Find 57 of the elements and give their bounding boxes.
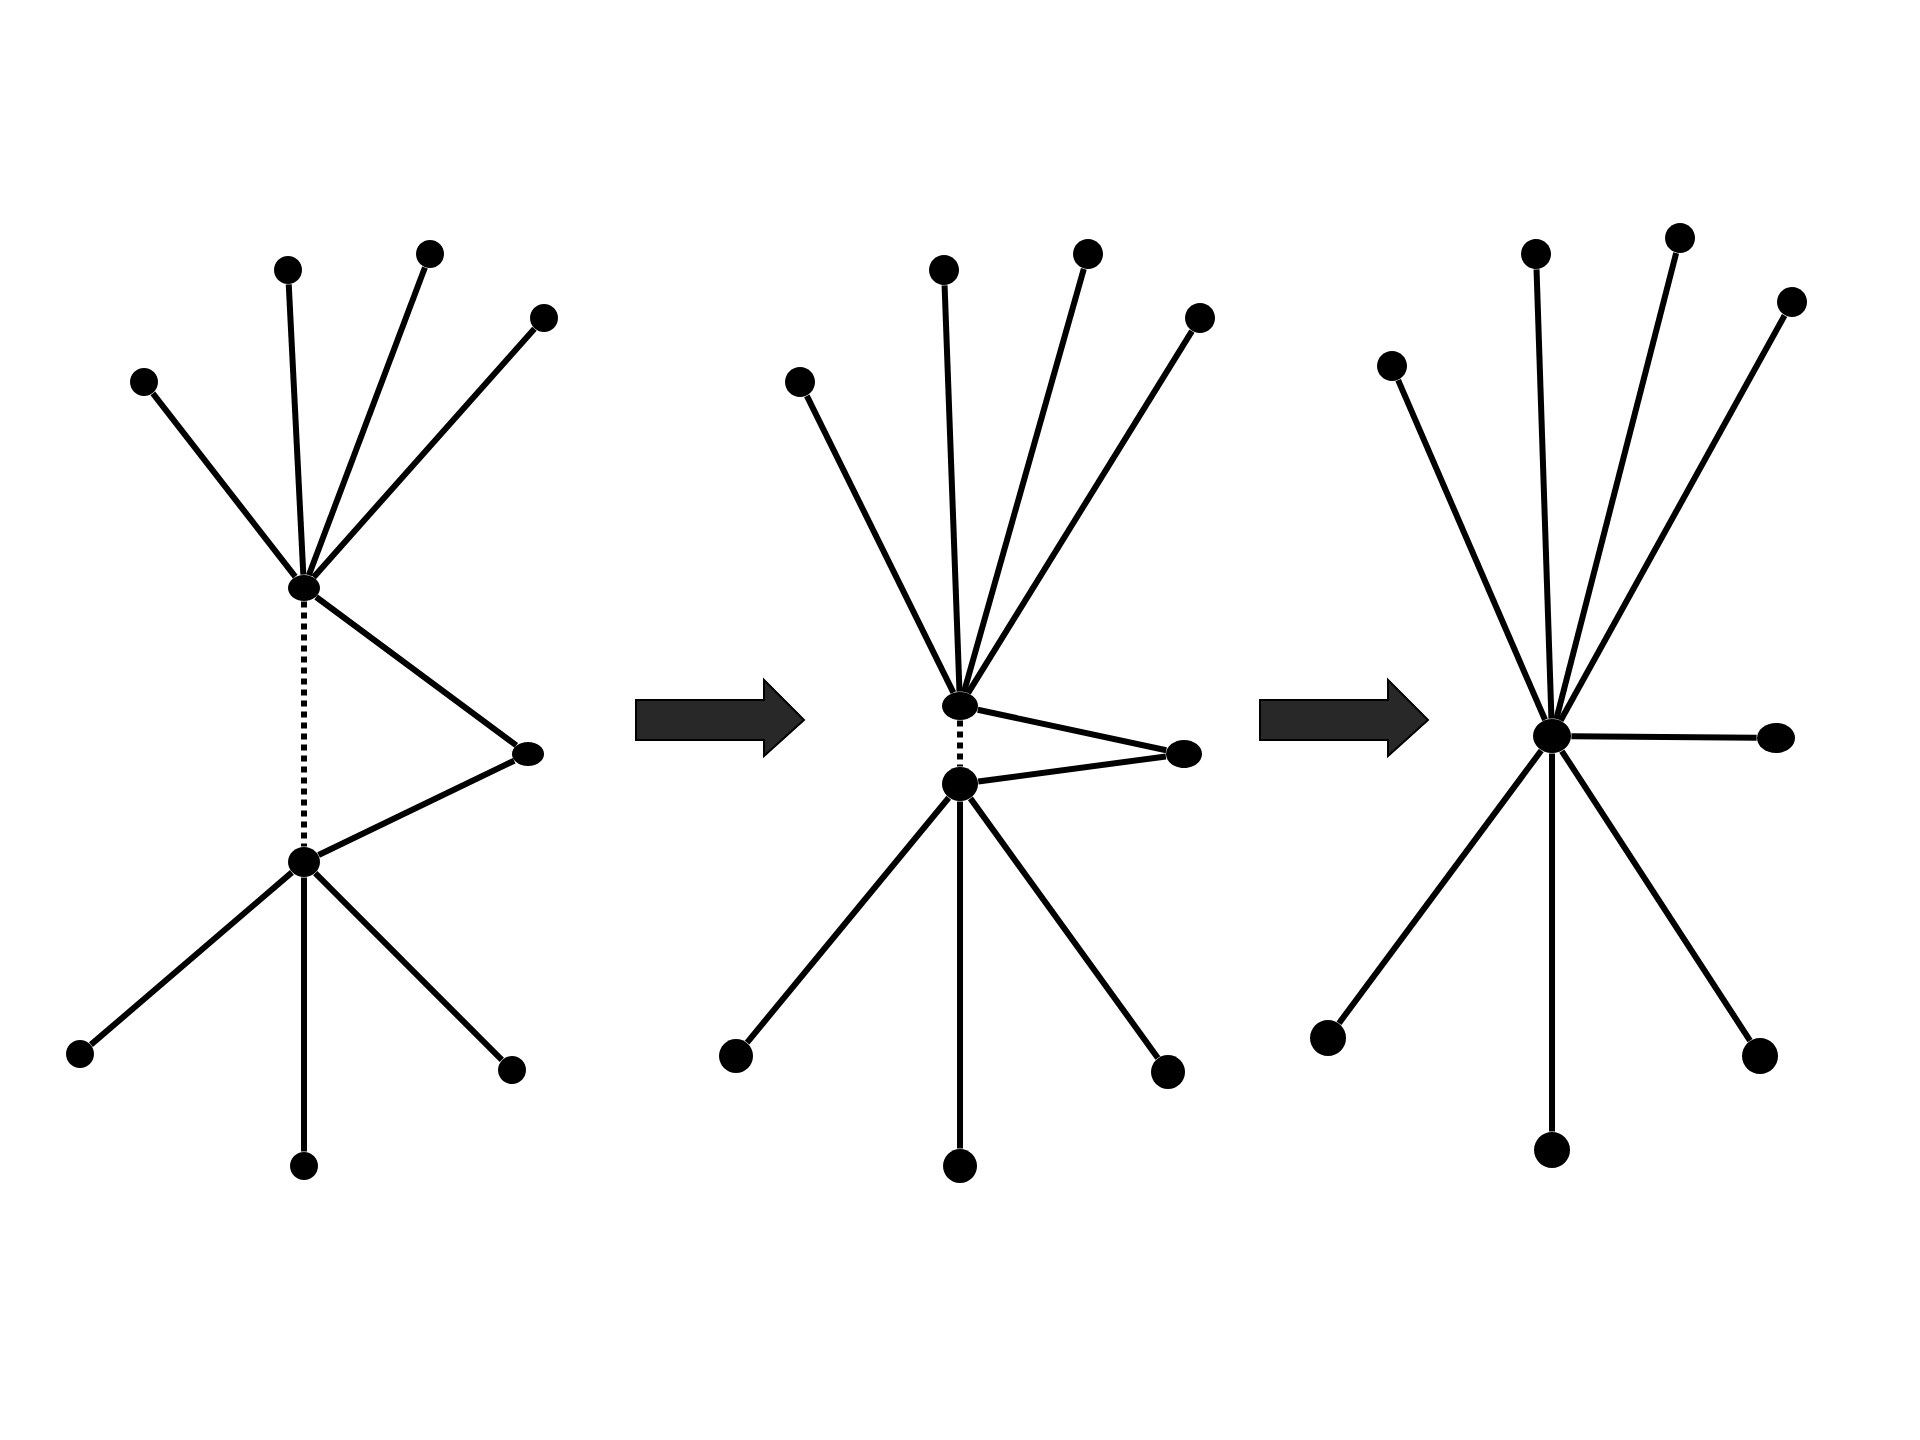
connector-line [1395, 378, 1548, 721]
dot [1151, 1055, 1185, 1089]
dot [1757, 723, 1796, 753]
dot [942, 692, 978, 720]
dot [288, 847, 320, 877]
connector-line [957, 720, 963, 767]
connector-line [1571, 733, 1757, 741]
dot [1377, 351, 1407, 381]
connector-line [313, 871, 504, 1062]
dot [130, 368, 158, 396]
dot [1742, 1038, 1779, 1074]
connector-line [306, 266, 428, 577]
connector-line [1549, 753, 1555, 1132]
dot [1310, 1020, 1346, 1056]
dot [512, 742, 544, 766]
dot [1521, 239, 1551, 269]
connector-line [1336, 748, 1544, 1026]
dot [1073, 239, 1103, 269]
connector-line [314, 594, 519, 748]
connector-line [804, 394, 957, 694]
connector-line [311, 326, 537, 580]
connector-line [1533, 269, 1555, 719]
dot [942, 767, 978, 801]
dot [1665, 223, 1695, 253]
dot [274, 256, 302, 284]
connector-line [957, 801, 963, 1149]
dot [288, 575, 320, 601]
dot [943, 1149, 977, 1183]
connector-line [965, 329, 1195, 695]
dot [530, 304, 558, 332]
dot [66, 1040, 94, 1068]
connector-line [977, 753, 1167, 785]
dot [1534, 1132, 1571, 1168]
dot [1777, 287, 1808, 317]
dot [1185, 303, 1215, 333]
connector-line [317, 757, 516, 858]
connector-line [301, 877, 307, 1152]
connector-line [301, 601, 307, 847]
connector-line [1558, 314, 1788, 722]
connector-line [1553, 252, 1680, 720]
connector-line [150, 391, 298, 579]
dot [416, 240, 444, 268]
connector-line [941, 285, 963, 692]
dot [1166, 740, 1202, 768]
connector-line [1559, 749, 1753, 1043]
dot [785, 367, 815, 397]
connector-line [744, 795, 952, 1045]
connector-line [961, 268, 1087, 693]
connector-line [285, 284, 307, 575]
dot [290, 1152, 318, 1180]
dot [719, 1039, 753, 1073]
dot [498, 1056, 526, 1084]
connector-line [89, 870, 294, 1047]
connector-line [977, 706, 1167, 754]
dot [929, 255, 959, 285]
dot [1533, 719, 1571, 753]
connector-line [967, 796, 1161, 1060]
